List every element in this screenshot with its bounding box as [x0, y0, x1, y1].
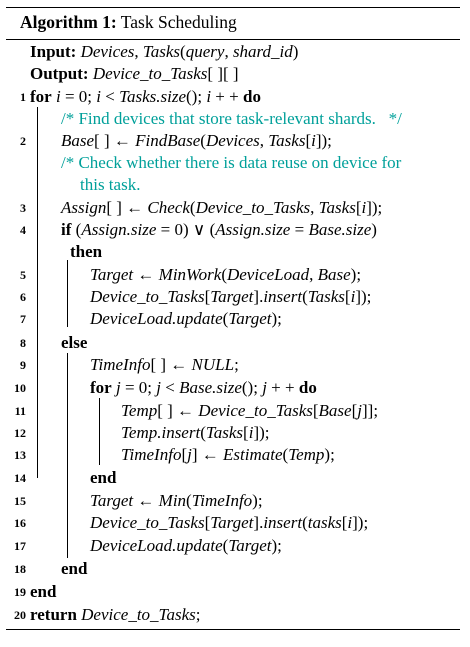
- line-number: 5: [20, 268, 26, 282]
- caption-rule: [6, 39, 460, 40]
- line-text: Base[ ] ← FindBase(Devices, Tasks[i]);: [61, 131, 332, 150]
- algorithm-line: Input: Devices, Tasks(query, shard_id): [6, 41, 460, 63]
- line-number: 18: [14, 562, 26, 576]
- algorithm-line: 17 DeviceLoad.update(Target);: [6, 535, 460, 557]
- line-text: for i = 0; i < Tasks.size(); i + + do: [30, 87, 261, 106]
- caption-title: Task Scheduling: [120, 12, 237, 32]
- algorithm-line: 15 Target ← Min(TimeInfo);: [6, 490, 460, 512]
- line-number: 11: [14, 404, 26, 418]
- line-text: DeviceLoad.update(Target);: [90, 536, 282, 555]
- block-indent-line: [67, 260, 68, 327]
- algorithm-line: 5 Target ← MinWork(DeviceLoad, Base);: [6, 264, 460, 286]
- block-indent-line: [37, 107, 38, 478]
- algorithm-line: 3 Assign[ ] ← Check(Device_to_Tasks, Task…: [6, 197, 460, 219]
- caption-label: Algorithm 1:: [20, 12, 117, 32]
- line-text: end: [90, 468, 117, 487]
- algorithm-line: 13 TimeInfo[j] ← Estimate(Temp);: [6, 444, 460, 466]
- algorithm-line: Output: Device_to_Tasks[ ][ ]: [6, 63, 460, 85]
- line-text: Assign[ ] ← Check(Device_to_Tasks, Tasks…: [61, 198, 383, 217]
- line-text: Target ← Min(TimeInfo);: [90, 491, 263, 510]
- line-number: 6: [20, 290, 26, 304]
- algorithm-line: 14 end: [6, 467, 460, 489]
- algorithm-caption: Algorithm 1: Task Scheduling: [20, 12, 237, 33]
- line-text: Device_to_Tasks[Target].insert(Tasks[i])…: [90, 287, 372, 306]
- line-number: 19: [14, 585, 26, 599]
- line-number: 9: [20, 358, 26, 372]
- algorithm-line: 9 TimeInfo[ ] ← NULL;: [6, 354, 460, 376]
- line-text: TimeInfo[j] ← Estimate(Temp);: [121, 445, 335, 464]
- line-text: this task.: [80, 175, 141, 194]
- algorithm-line: 7 DeviceLoad.update(Target);: [6, 308, 460, 330]
- line-number: 8: [20, 336, 26, 350]
- line-text: Input: Devices, Tasks(query, shard_id): [30, 42, 299, 61]
- line-text: DeviceLoad.update(Target);: [90, 309, 282, 328]
- algorithm-line: then: [6, 241, 460, 263]
- algorithm-line: 1 for i = 0; i < Tasks.size(); i + + do: [6, 86, 460, 108]
- line-number: 17: [14, 539, 26, 553]
- block-indent-line: [99, 398, 100, 465]
- line-text: else: [61, 333, 88, 352]
- algorithm-line: 18 end: [6, 558, 460, 580]
- line-text: for j = 0; j < Base.size(); j + + do: [90, 378, 317, 397]
- line-number: 10: [14, 381, 26, 395]
- line-number: 13: [14, 448, 26, 462]
- line-number: 4: [20, 223, 26, 237]
- top-rule: [6, 7, 460, 8]
- line-text: /* Find devices that store task-relevant…: [61, 109, 402, 128]
- algorithm-box: Algorithm 1: Task Scheduling Input: Devi…: [6, 3, 460, 631]
- block-indent-line: [67, 353, 68, 558]
- algorithm-line: 4 if (Assign.size = 0) ∨ (Assign.size = B…: [6, 219, 460, 241]
- line-text: Temp.insert(Tasks[i]);: [121, 423, 270, 442]
- line-number: 12: [14, 426, 26, 440]
- algorithm-line: 6 Device_to_Tasks[Target].insert(Tasks[i]…: [6, 286, 460, 308]
- line-number: 16: [14, 516, 26, 530]
- line-text: then: [70, 242, 103, 261]
- algorithm-line: /* Check whether there is data reuse on …: [6, 152, 460, 174]
- line-text: Output: Device_to_Tasks[ ][ ]: [30, 64, 239, 83]
- line-text: TimeInfo[ ] ← NULL;: [90, 355, 239, 374]
- line-text: Device_to_Tasks[Target].insert(tasks[i])…: [90, 513, 369, 532]
- line-number: 3: [20, 201, 26, 215]
- algorithm-line: 20 return Device_to_Tasks;: [6, 604, 460, 626]
- algorithm-line: 8 else: [6, 332, 460, 354]
- line-number: 20: [14, 608, 26, 622]
- line-text: end: [61, 559, 88, 578]
- line-number: 14: [14, 471, 26, 485]
- algorithm-line: 10 for j = 0; j < Base.size(); j + + do: [6, 377, 460, 399]
- line-number: 1: [20, 90, 26, 104]
- line-text: end: [30, 582, 57, 601]
- line-number: 7: [20, 312, 26, 326]
- algorithm-line: 16 Device_to_Tasks[Target].insert(tasks[i…: [6, 512, 460, 534]
- line-number: 2: [20, 134, 26, 148]
- algorithm-line: 11 Temp[ ] ← Device_to_Tasks[Base[j]];: [6, 400, 460, 422]
- line-text: if (Assign.size = 0) ∨ (Assign.size = Ba…: [61, 220, 377, 239]
- algorithm-line: 12 Temp.insert(Tasks[i]);: [6, 422, 460, 444]
- line-text: return Device_to_Tasks;: [30, 605, 201, 624]
- line-text: Temp[ ] ← Device_to_Tasks[Base[j]];: [121, 401, 379, 420]
- algorithm-line: /* Find devices that store task-relevant…: [6, 108, 460, 130]
- algorithm-line: 2 Base[ ] ← FindBase(Devices, Tasks[i]);: [6, 130, 460, 152]
- algorithm-line: 19 end: [6, 581, 460, 603]
- line-text: /* Check whether there is data reuse on …: [61, 153, 402, 172]
- line-number: 15: [14, 494, 26, 508]
- line-text: Target ← MinWork(DeviceLoad, Base);: [90, 265, 362, 284]
- algorithm-line: this task.: [6, 174, 460, 196]
- bottom-rule: [6, 629, 460, 630]
